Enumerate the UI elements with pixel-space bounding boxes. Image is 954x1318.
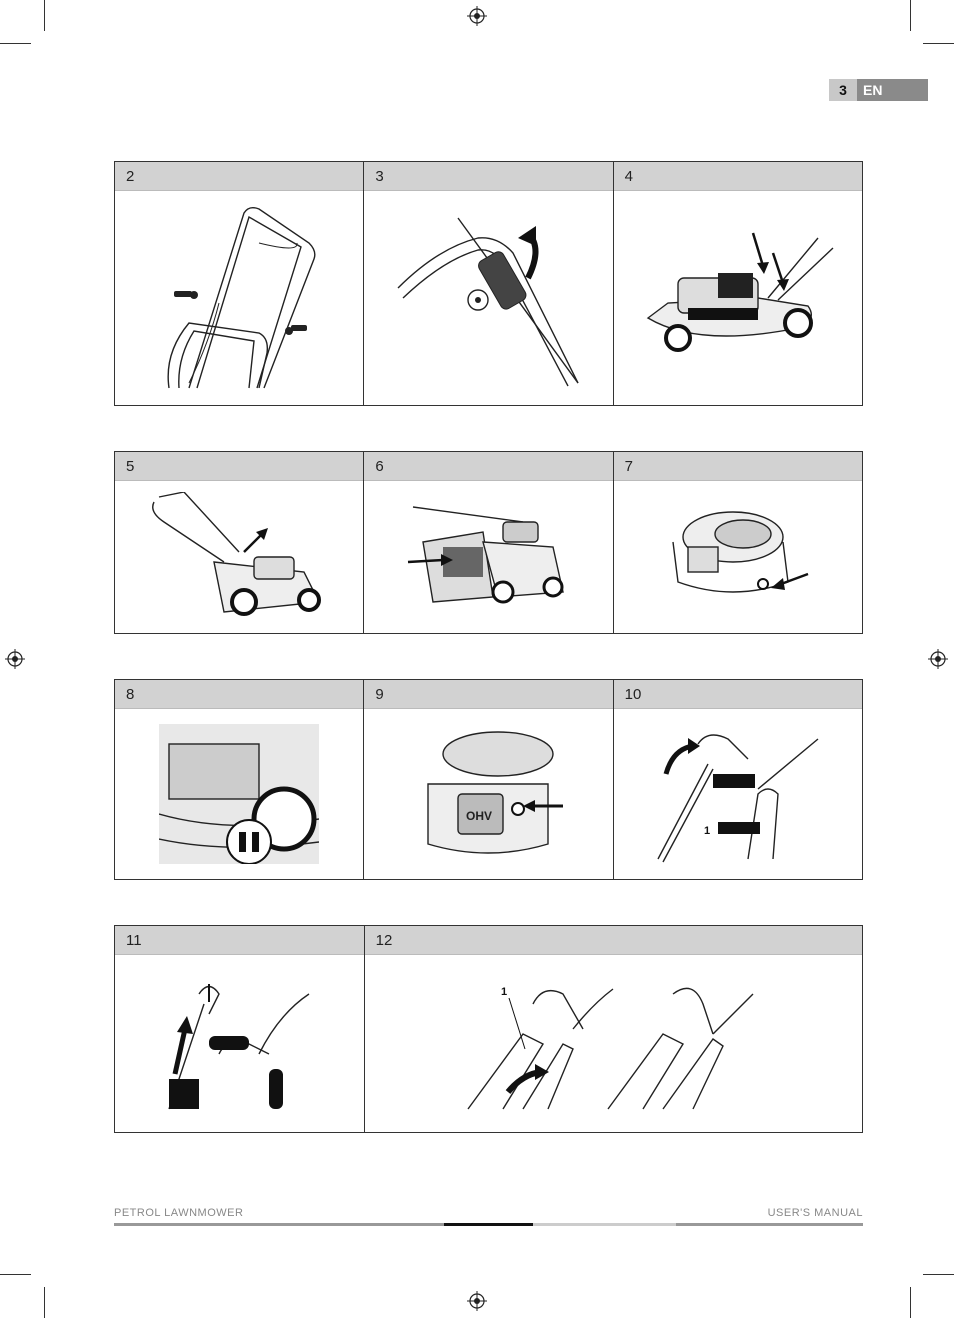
- figure-panel-5: 5: [115, 452, 365, 633]
- crop-mark: [44, 1287, 45, 1318]
- figure-panel-8: 8: [115, 680, 365, 879]
- handle-grip-illustration-icon: [168, 983, 310, 1109]
- crop-mark: [0, 43, 31, 44]
- figure-row-3: 8 9: [114, 679, 863, 880]
- engine-label: OHV: [466, 809, 492, 823]
- crop-mark: [910, 0, 911, 31]
- engine-ohv-illustration-icon: OHV: [427, 731, 564, 854]
- figure-number: 5: [115, 452, 364, 481]
- figure-number: 7: [613, 452, 862, 481]
- figure-number: 11: [115, 926, 364, 955]
- figure-panel-7: 7: [613, 452, 862, 633]
- lawnmower-grass-bag-illustration-icon: [646, 232, 834, 352]
- figure-panel-12: 12 1: [364, 926, 862, 1132]
- figure-panel-6: 6: [364, 452, 614, 633]
- footer-manual-title: USER'S MANUAL: [767, 1207, 863, 1219]
- figure-panel-9: 9 OHV: [364, 680, 614, 879]
- figure-number: 12: [364, 926, 862, 955]
- language-label: EN: [857, 79, 928, 101]
- lever-knob-illustration-icon: [397, 217, 580, 387]
- registration-mark-icon: [5, 649, 25, 669]
- figure-row-1: 2 3: [114, 161, 863, 406]
- figure-number: 10: [613, 680, 862, 709]
- control-lever-hands-illustration-icon: 1: [657, 734, 819, 863]
- crop-mark: [910, 1287, 911, 1318]
- figure-panel-11: 11: [115, 926, 365, 1132]
- figure-panel-3: 3: [364, 162, 614, 405]
- handle-folding-illustration-icon: 1: [467, 986, 754, 1109]
- footer-divider: [444, 1223, 533, 1226]
- footer-divider: [676, 1223, 863, 1226]
- registration-mark-icon: [467, 1291, 487, 1311]
- handle-assembly-illustration-icon: [167, 206, 316, 389]
- engine-oil-illustration-icon: [672, 511, 809, 593]
- figure-number: 9: [364, 680, 613, 709]
- figure-row-2: 5 6: [114, 451, 863, 634]
- figure-row-4: 11 12: [114, 925, 863, 1133]
- registration-mark-icon: [928, 649, 948, 669]
- figure-panel-4: 4: [613, 162, 862, 405]
- figure-panel-2: 2: [115, 162, 365, 405]
- figure-panel-10: 10 1: [613, 680, 862, 879]
- figure-number: 6: [364, 452, 613, 481]
- footer-divider: [533, 1223, 676, 1226]
- figure-number: 2: [115, 162, 364, 191]
- callout-label: 1: [704, 825, 710, 837]
- crop-mark: [923, 1274, 954, 1275]
- lawnmower-side-illustration-icon: [152, 492, 322, 616]
- figure-number: 8: [115, 680, 364, 709]
- figure-number: 4: [613, 162, 862, 191]
- page-language-tab: 3 EN: [829, 79, 928, 101]
- crop-mark: [44, 0, 45, 31]
- cutting-height-illustration-icon: [159, 724, 320, 864]
- crop-mark: [923, 43, 954, 44]
- figure-number: 3: [364, 162, 613, 191]
- footer-product-name: PETROL LAWNMOWER: [114, 1207, 244, 1219]
- page-number: 3: [829, 79, 857, 101]
- crop-mark: [0, 1274, 31, 1275]
- lawnmower-grass-box-illustration-icon: [408, 506, 565, 604]
- footer-divider: [114, 1223, 444, 1226]
- registration-mark-icon: [467, 6, 487, 26]
- callout-label: 1: [501, 986, 507, 998]
